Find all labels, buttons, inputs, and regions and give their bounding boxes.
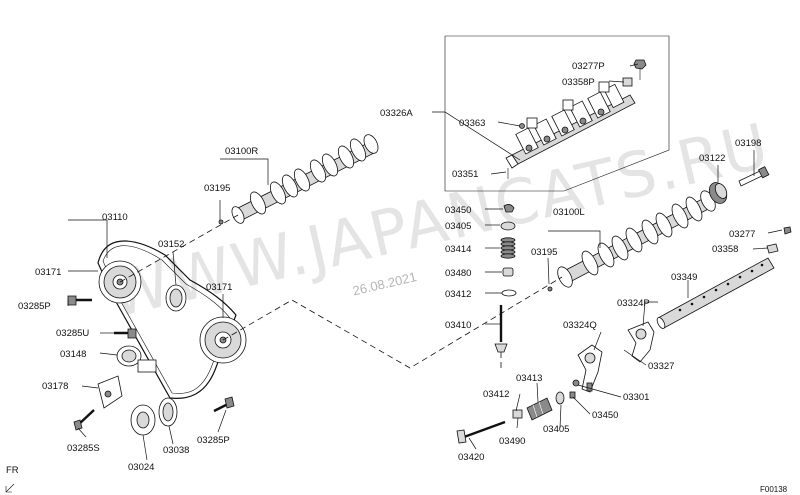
cap-03301 (572, 379, 580, 387)
label-03301: 03301 (623, 392, 649, 403)
direction-arrow-icon (5, 483, 15, 493)
label-03024: 03024 (128, 462, 154, 473)
label-03358: 03358 (712, 244, 738, 255)
part-labels: 03100R 03195 03110 03152 03171 03171 032… (18, 61, 761, 473)
bolt-03277P (633, 59, 647, 80)
seal-03490 (512, 409, 523, 419)
valve-parts-lower (456, 379, 580, 444)
flange-03024 (130, 404, 156, 436)
label-03450-bottom: 03450 (592, 410, 618, 421)
bolt-03277 (783, 226, 792, 235)
seal-03480 (502, 267, 514, 277)
label-03277: 03277 (729, 229, 755, 240)
label-03100R: 03100R (225, 146, 258, 157)
camshaft-left (547, 190, 716, 292)
label-03198: 03198 (735, 138, 761, 149)
rocker-assembly-callout-box (444, 35, 670, 192)
label-03285P-left: 03285P (18, 301, 51, 312)
tensioner-03148 (116, 345, 157, 373)
label-03327: 03327 (648, 361, 674, 372)
label-03405-top: 03405 (445, 221, 471, 232)
rocker-arm-03324Q (577, 344, 603, 393)
label-03413: 03413 (516, 373, 542, 384)
label-03349: 03349 (671, 272, 697, 283)
pin-03195-left (547, 286, 553, 292)
label-03285P-bottom: 03285P (197, 435, 230, 446)
label-03038: 03038 (163, 445, 189, 456)
oil-seal-03122 (708, 182, 728, 204)
label-03152: 03152 (158, 239, 184, 250)
bolt-03198 (738, 166, 770, 187)
camshaft-right (218, 134, 379, 225)
crank-sprocket-03038 (158, 397, 178, 427)
idler-pulley-03152 (165, 284, 187, 312)
label-03195-top: 03195 (204, 183, 230, 194)
label-03285S: 03285S (67, 443, 100, 454)
bolt-03285U (127, 328, 137, 339)
bolt-03285S (73, 419, 83, 431)
label-03480: 03480 (445, 268, 471, 279)
label-03171-left: 03171 (35, 267, 61, 278)
tensioner-bracket-03178 (97, 375, 123, 409)
figure-code: F00138 (760, 485, 788, 494)
label-03405-bottom: 03405 (543, 424, 569, 435)
label-03100L: 03100L (553, 207, 585, 218)
label-03178: 03178 (42, 381, 68, 392)
label-03410: 03410 (445, 320, 471, 331)
rocker-arm-assembly (505, 59, 647, 179)
washer-03358 (766, 243, 779, 254)
label-03324Q: 03324Q (563, 320, 597, 331)
pin-03195-right (218, 219, 224, 225)
leader-lines (67, 63, 783, 461)
label-03351: 03351 (452, 169, 478, 180)
timing-belt-03110 (97, 240, 237, 399)
label-03412-bottom: 03412 (483, 389, 509, 400)
label-03324P: 03324P (617, 298, 650, 309)
valve-parts-upper (494, 204, 517, 353)
washer-03412 (501, 289, 517, 297)
label-03414: 03414 (445, 244, 471, 255)
nut-03363 (519, 123, 525, 129)
cotter-03450 (503, 204, 515, 213)
washer-03358P (622, 77, 633, 87)
label-03412-top: 03412 (445, 289, 471, 300)
label-03171-mid: 03171 (206, 282, 232, 293)
label-03195-mid: 03195 (531, 247, 557, 258)
valve-03420 (456, 420, 506, 444)
label-03122: 03122 (699, 153, 725, 164)
label-03110: 03110 (102, 212, 128, 223)
assembly-guide-lines (119, 214, 563, 369)
rocker-shaft-03349 (656, 257, 775, 329)
label-03363: 03363 (459, 118, 485, 129)
bolt-03285P-left (67, 295, 77, 306)
label-03285U: 03285U (56, 328, 89, 339)
cotter-03450-lower (569, 391, 576, 399)
label-03420: 03420 (458, 452, 484, 463)
label-03490: 03490 (499, 436, 525, 447)
valve-03410 (494, 305, 508, 353)
front-direction-indicator: FR (5, 465, 19, 493)
label-03148: 03148 (60, 349, 86, 360)
spring-03413 (526, 397, 553, 421)
label-03277P: 03277P (572, 61, 605, 72)
rocker-arm-03324P (627, 321, 655, 363)
retainer-03405-lower (555, 391, 565, 405)
bolt-03285P-bottom (224, 396, 235, 409)
rocker-arms (515, 81, 625, 155)
bolts-timing (67, 295, 235, 431)
label-03450-top: 03450 (445, 205, 471, 216)
spring-03414 (500, 237, 516, 259)
label-03358P: 03358P (562, 77, 595, 88)
direction-label: FR (6, 465, 19, 476)
retainer-03405 (500, 221, 516, 231)
label-03326A: 03326A (380, 108, 413, 119)
